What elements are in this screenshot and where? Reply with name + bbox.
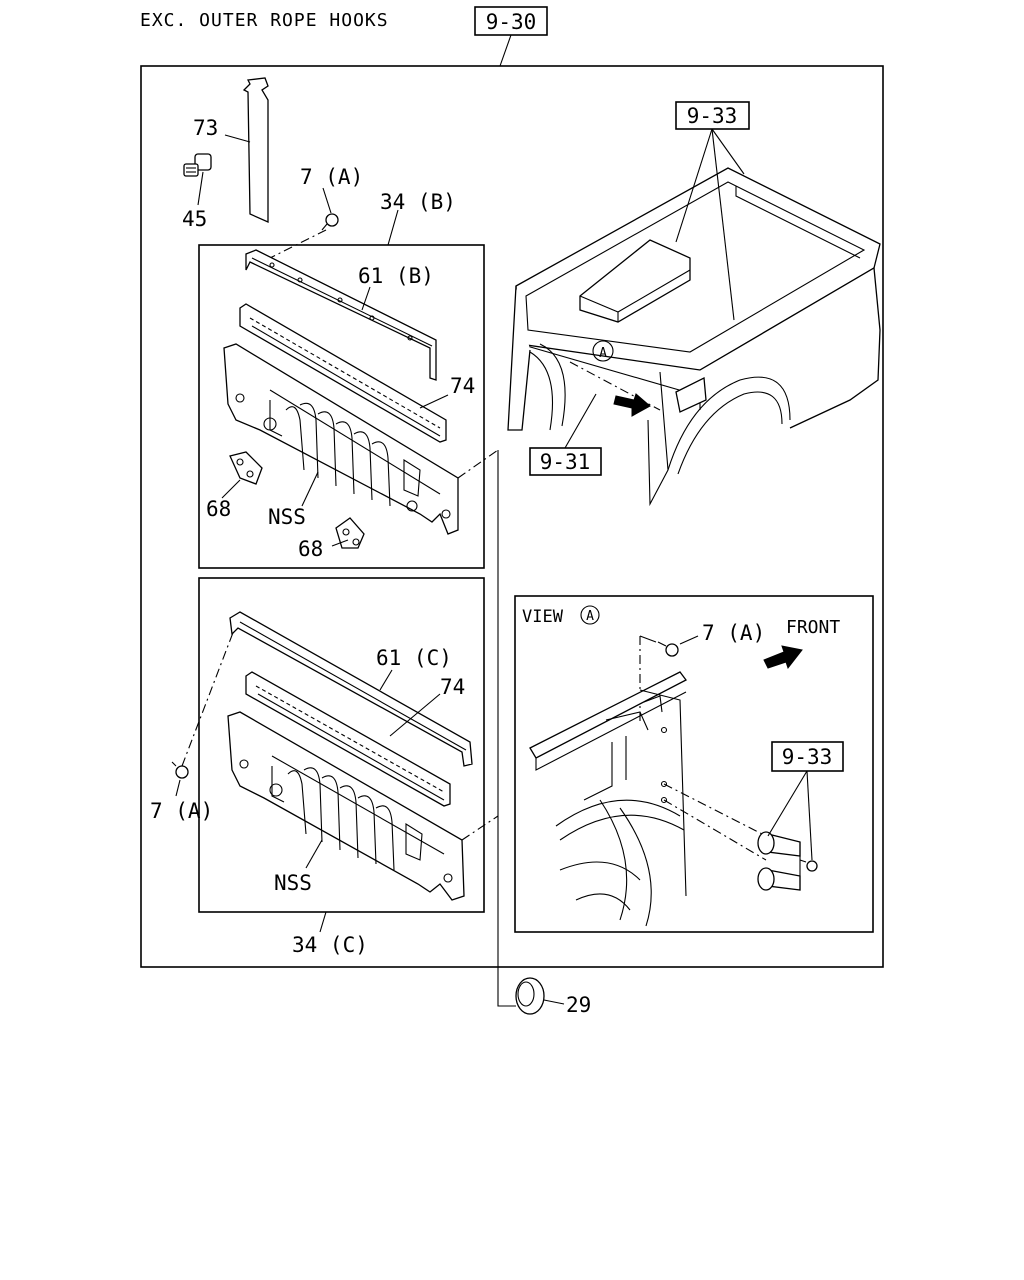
part-29[interactable] [515, 977, 545, 1015]
part-61b[interactable] [245, 249, 437, 381]
label-nss-bottom: NSS [274, 871, 312, 895]
rope-hook-bracket[interactable] [757, 831, 801, 891]
truck-bed[interactable]: A [507, 167, 881, 507]
label-68-bottom: 68 [298, 537, 323, 561]
label-73: 73 [193, 116, 218, 140]
label-34b: 34 (B) [380, 190, 456, 214]
part-73[interactable] [242, 77, 269, 224]
part-74-top[interactable] [239, 303, 447, 443]
label-61c: 61 (C) [376, 646, 452, 670]
panel-top[interactable] [223, 343, 459, 535]
panel-bottom[interactable] [227, 711, 465, 901]
bolt-7a-left[interactable] [171, 761, 189, 779]
assembly-box-34c [198, 577, 485, 913]
view-bed-corner [529, 671, 687, 927]
bed-view-marker: A [599, 346, 607, 361]
connector-29 [497, 450, 516, 1007]
label-34c: 34 (C) [292, 933, 368, 957]
view-a-box [514, 595, 874, 933]
label-29: 29 [566, 993, 591, 1017]
view-label-7a: 7 (A) [702, 621, 765, 645]
label-nss-top: NSS [268, 505, 306, 529]
view-bolt-7a[interactable] [657, 641, 679, 657]
label-68-left: 68 [206, 497, 231, 521]
leader-main [499, 34, 512, 67]
view-letter-circle [580, 605, 600, 625]
rope-hook-bolt[interactable] [799, 859, 818, 872]
label-61b: 61 (B) [358, 264, 434, 288]
ref-box-main[interactable]: 9-30 [474, 6, 548, 36]
ref-hooks-label: 9-33 [687, 104, 738, 128]
ref-main-label: 9-30 [486, 10, 537, 34]
outer-frame [140, 65, 884, 968]
bracket-68-left[interactable] [229, 451, 263, 485]
view-title: VIEW [522, 607, 564, 627]
assembly-box-34b [198, 244, 485, 569]
ref-box-hooks[interactable]: 9-33 [675, 101, 750, 130]
label-7a-left: 7 (A) [150, 799, 213, 823]
bracket-68-bottom[interactable] [335, 517, 365, 549]
label-45: 45 [182, 207, 207, 231]
ref-view-hooks-label: 9-33 [782, 745, 833, 769]
diagram-title: EXC. OUTER ROPE HOOKS [140, 10, 389, 31]
label-74-bottom: 74 [440, 675, 465, 699]
ref-box-bed[interactable]: 9-31 [529, 447, 602, 476]
part-61c[interactable] [229, 611, 473, 767]
part-74-bottom[interactable] [245, 671, 451, 807]
ref-bed-label: 9-31 [540, 450, 591, 474]
bolt-7a-top[interactable] [321, 213, 339, 231]
front-label: FRONT [786, 617, 840, 638]
front-arrow-icon [763, 645, 803, 670]
ref-box-view-hooks[interactable]: 9-33 [771, 741, 844, 772]
view-letter: A [586, 609, 594, 624]
part-45[interactable] [183, 153, 212, 177]
label-74-top: 74 [450, 374, 475, 398]
label-7a-top: 7 (A) [300, 165, 363, 189]
